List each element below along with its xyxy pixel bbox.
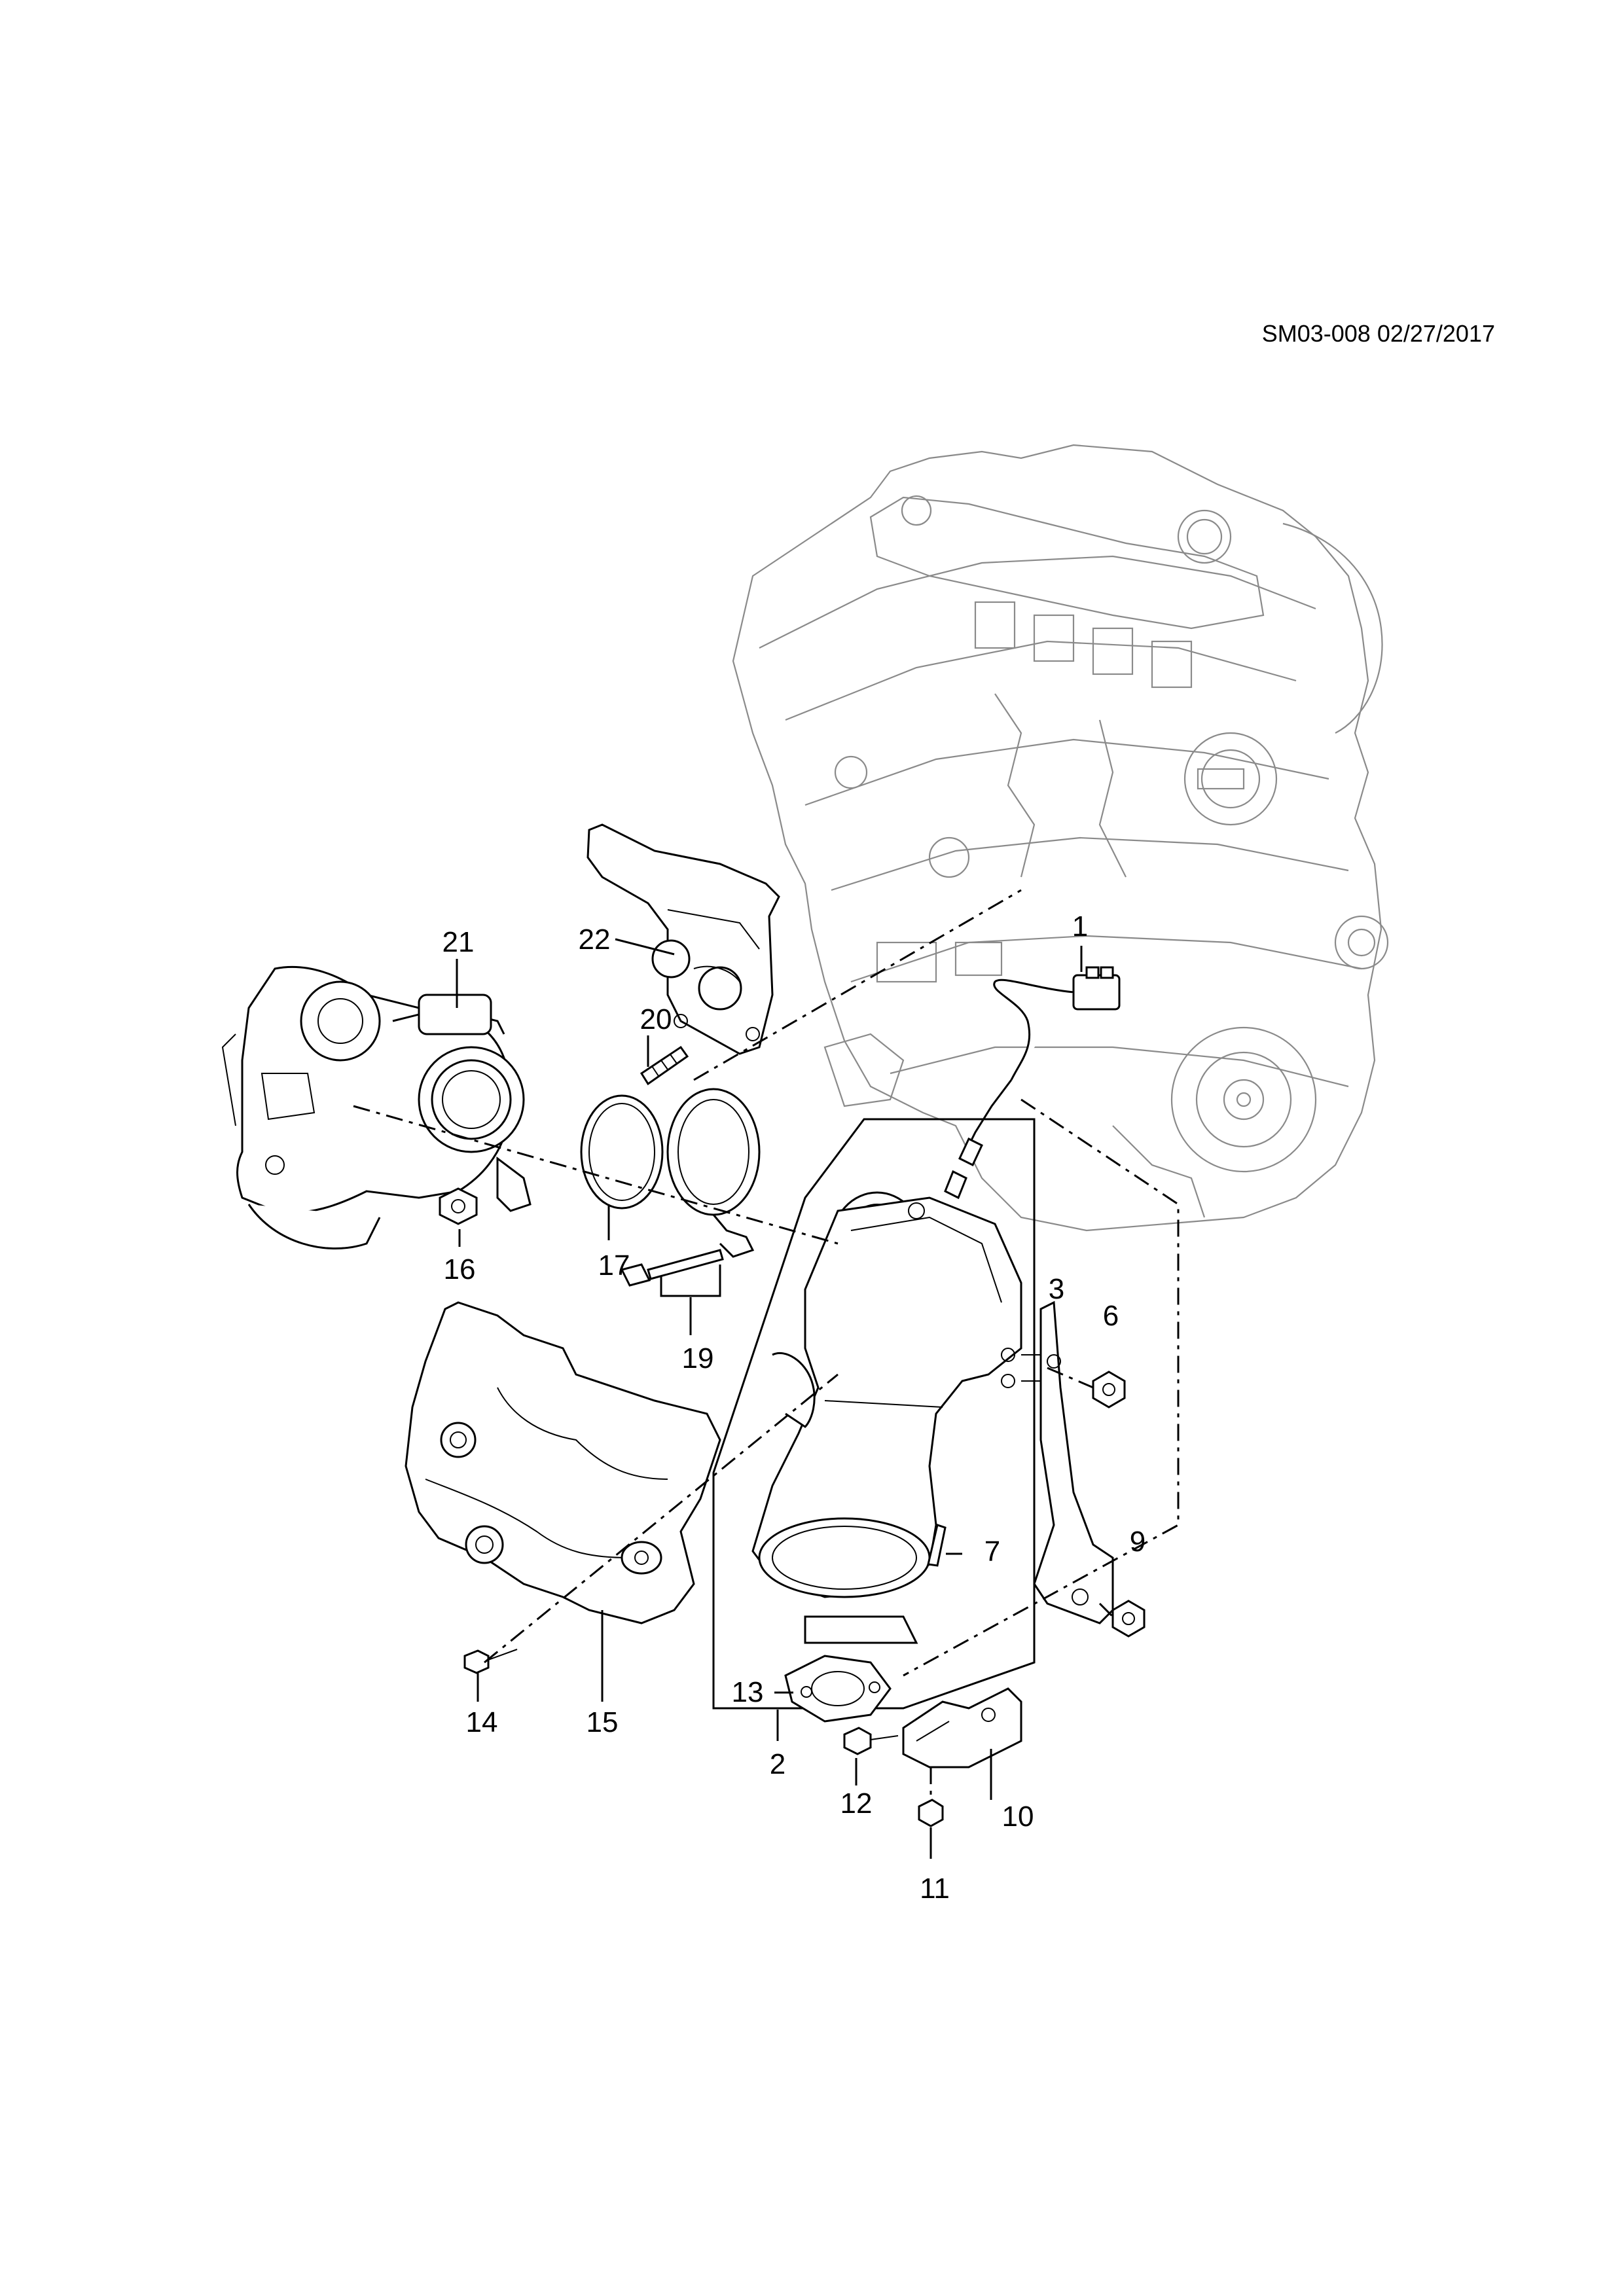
callout-10: 10	[1002, 1801, 1034, 1833]
callout-19: 19	[682, 1342, 714, 1374]
assembly-box	[712, 1118, 1036, 1710]
turbo-nut	[439, 1187, 478, 1225]
bracket-nut-upper	[1092, 1371, 1126, 1408]
oxygen-sensor	[944, 966, 1121, 1200]
leader-lines	[456, 938, 1083, 1859]
v-band-clamp	[666, 1088, 761, 1258]
stud	[640, 1045, 689, 1086]
catalytic-converter	[751, 1191, 1047, 1644]
callout-21: 21	[442, 926, 475, 958]
callout-2: 2	[770, 1748, 785, 1780]
drawing-reference: SM03-008 02/27/2017	[1262, 320, 1495, 347]
callout-17: 17	[598, 1249, 630, 1282]
callout-16: 16	[444, 1253, 476, 1285]
lower-bracket	[902, 1687, 1022, 1768]
converter-bracket	[1033, 1300, 1114, 1624]
callout-15: 15	[586, 1706, 619, 1738]
flange-gasket	[784, 1655, 892, 1723]
gasket-ring	[580, 1094, 664, 1210]
engine-block	[732, 444, 1389, 1232]
callout-13: 13	[732, 1676, 764, 1708]
callout-9: 9	[1130, 1526, 1146, 1558]
callout-7: 7	[984, 1535, 1000, 1568]
bracket-bolt	[843, 1727, 899, 1755]
callout-1: 1	[1072, 910, 1088, 942]
callout-14: 14	[466, 1706, 498, 1738]
turbocharger	[221, 965, 532, 1249]
bracket-nut-lower	[1111, 1600, 1146, 1638]
callout-22: 22	[579, 924, 611, 956]
clamp-bolt	[620, 1249, 724, 1287]
callout-20: 20	[640, 1003, 672, 1035]
callout-3: 3	[1049, 1273, 1064, 1305]
callout-12: 12	[840, 1787, 873, 1820]
callout-6: 6	[1103, 1300, 1119, 1332]
callout-labels: 1 2 3 6 7 9 10 11 12 13 14 15 16 17 19 2…	[442, 910, 1146, 1905]
callout-11: 11	[920, 1873, 950, 1905]
lower-heat-shield	[405, 1301, 721, 1624]
upper-heat-shield	[586, 823, 780, 1055]
assembly-centerlines	[353, 889, 1180, 1799]
dowel-pin	[927, 1524, 947, 1567]
shield-bolt	[463, 1649, 518, 1674]
bracket-nut-bottom	[918, 1799, 944, 1827]
